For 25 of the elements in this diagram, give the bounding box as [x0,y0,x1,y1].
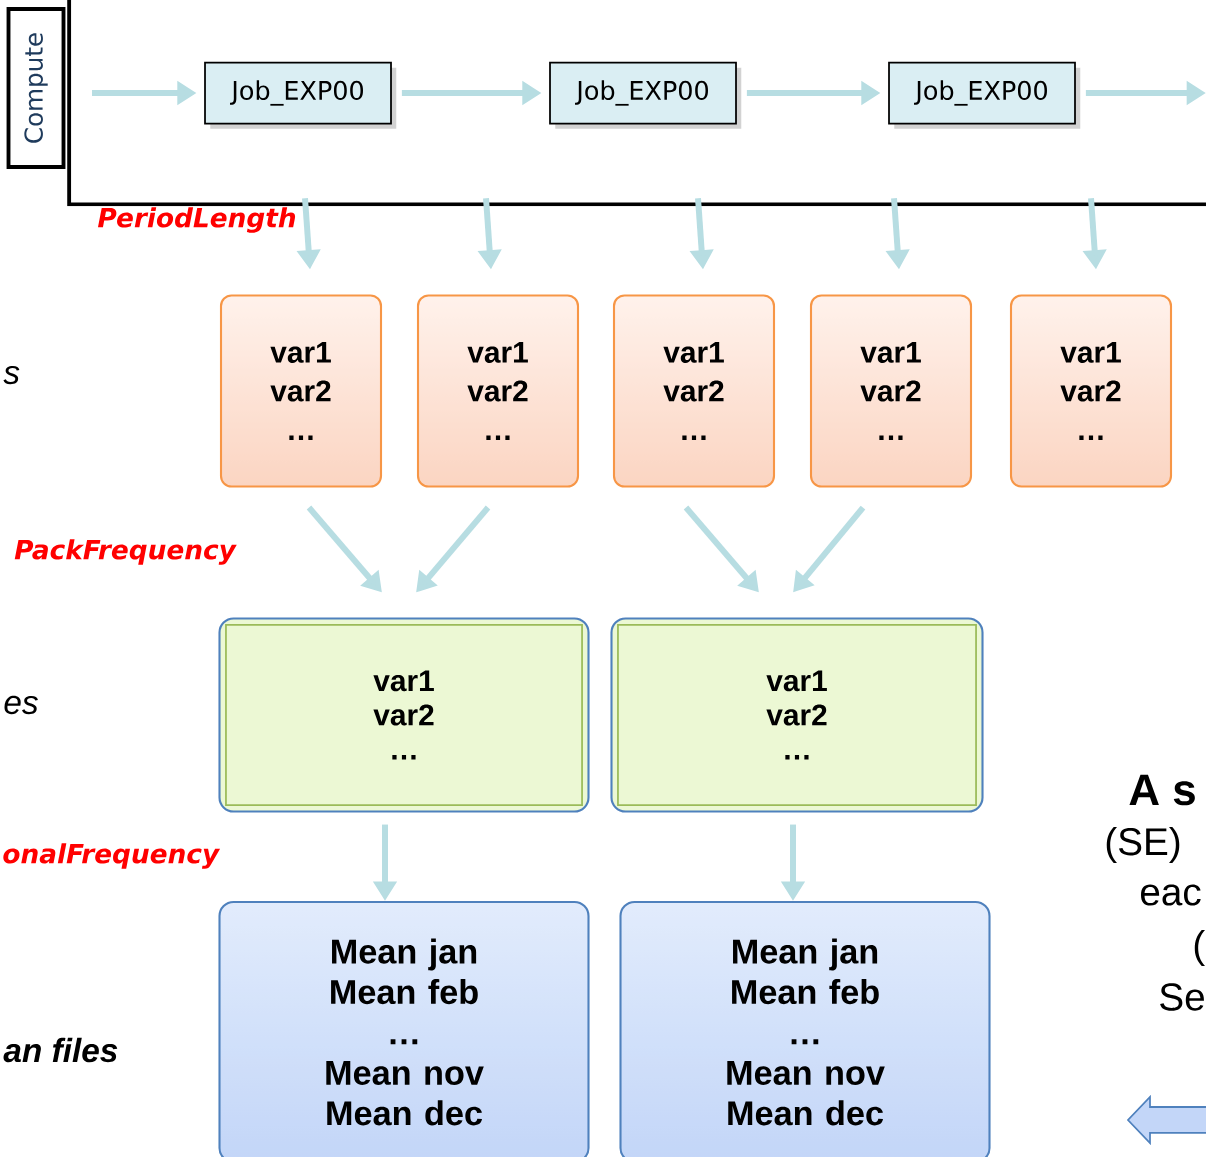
job-box: Job_EXP00 [204,61,397,129]
body-text: eac [1141,884,1201,906]
job-box: Job_EXP00 [888,61,1081,129]
frame-box [67,0,1206,207]
side-label: s [3,365,20,385]
body-text: Se [1160,983,1204,1011]
variable-box: var1 var2 … [416,294,580,488]
mean-box: Mean jan Mean feb … Mean nov Mean dec [218,900,590,1157]
side-label: es [4,695,38,715]
job-box: Job_EXP00 [549,61,742,129]
variable-box: var1 var2 … [1009,294,1173,488]
mean-box: Mean jan Mean feb … Mean nov Mean dec [619,900,991,1157]
compute-box: Compute [6,7,66,169]
parameter-label: PeriodLength [97,207,296,233]
parameter-label: PackFrequency [14,539,237,565]
body-text: (SE) [1106,827,1180,863]
pack-box: var1 var2 … [610,617,984,813]
heading-text: A s [1129,774,1195,806]
variable-box: var1 var2 … [809,294,973,488]
parameter-label: onalFrequency [3,843,221,869]
variable-box: var1 var2 … [219,294,383,488]
side-label: an files [3,1037,118,1063]
body-text: ( [1194,930,1205,966]
pack-box: var1 var2 … [218,617,590,813]
variable-box: var1 var2 … [612,294,776,488]
